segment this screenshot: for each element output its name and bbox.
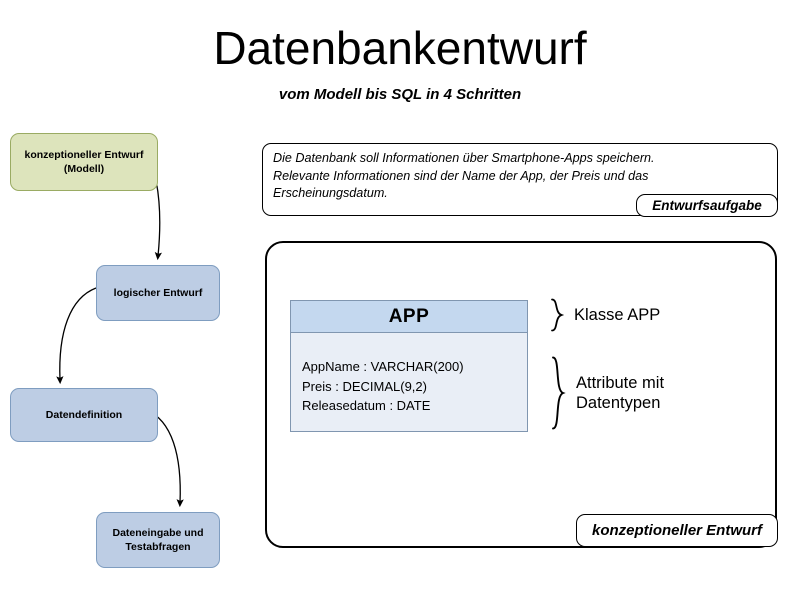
flow-step-label: Dateneingabe und Testabfragen [112, 527, 204, 553]
process-flowchart: konzeptioneller Entwurf (Modell) logisch… [0, 120, 250, 590]
page-title: Datenbankentwurf [213, 22, 587, 74]
uml-attribute-row: Releasedatum : DATE [302, 398, 431, 413]
flow-step-datendefinition[interactable]: Datendefinition [10, 388, 158, 442]
uml-attribute-row: Preis : DECIMAL(9,2) [302, 378, 427, 394]
curly-brace-icon [551, 298, 565, 332]
flow-step-logischer-entwurf[interactable]: logischer Entwurf [96, 265, 220, 321]
uml-class-name: APP [291, 301, 527, 333]
uml-attribute-list: AppName : VARCHAR(200) Preis : DECIMAL(9… [291, 333, 527, 416]
curly-brace-icon [552, 356, 566, 430]
annotation-klasse-app: Klasse APP [549, 298, 660, 332]
flow-step-label: logischer Entwurf [113, 287, 203, 299]
flow-step-konzeptioneller-entwurf[interactable]: konzeptioneller Entwurf (Modell) [10, 133, 158, 191]
annotation-label: Klasse APP [574, 306, 661, 324]
flow-step-label: Datendefinition [45, 409, 123, 421]
flow-step-label: konzeptioneller Entwurf (Modell) [24, 149, 144, 175]
page-subtitle: vom Modell bis SQL in 4 Schritten [278, 86, 522, 103]
flow-step-dateneingabe-testabfragen[interactable]: Dateneingabe und Testabfragen [96, 512, 220, 568]
annotation-attribute-datentypen: Attribute mit Datentypen [549, 356, 664, 430]
task-panel-tab-label: Entwurfsaufgabe [636, 194, 778, 217]
task-description-panel: Die Datenbank soll Informationen über Sm… [262, 143, 778, 216]
annotation-label: Attribute mit Datentypen [576, 374, 665, 412]
task-description-text: Die Datenbank soll Informationen über Sm… [273, 151, 655, 200]
uml-class-box[interactable]: APP AppName : VARCHAR(200) Preis : DECIM… [290, 300, 528, 432]
design-panel-tab-label: konzeptioneller Entwurf [576, 514, 778, 547]
uml-attribute-row: AppName : VARCHAR(200) [302, 359, 464, 374]
arrow-step2-to-step3 [56, 287, 97, 385]
